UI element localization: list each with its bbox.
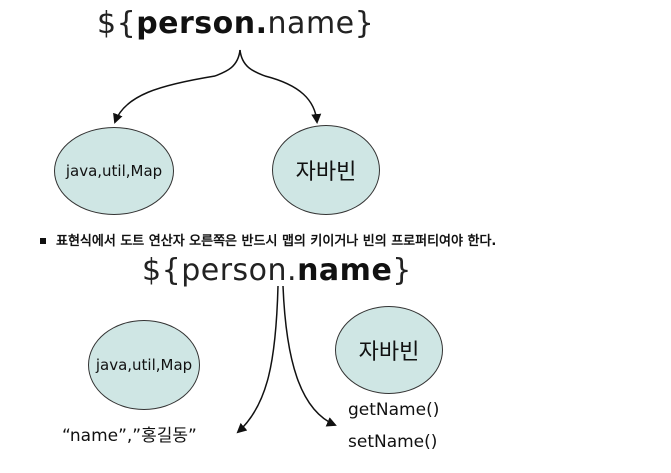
top-expression-property: name [267, 6, 355, 41]
top-node-bean-label: 자바빈 [295, 160, 357, 185]
bullet-icon [40, 237, 46, 244]
bottom-node-bean: 자바빈 [335, 306, 443, 394]
bottom-node-map-label: java,util,Map [95, 356, 193, 374]
rule-text-line: 표현식에서 도트 연산자 오른쪽은 반드시 맵의 키이거나 빈의 프로퍼티여야 … [40, 230, 496, 249]
top-node-map-label: java,util,Map [65, 162, 163, 180]
bottom-node-map: java,util,Map [88, 320, 200, 410]
top-brace-left [214, 49, 241, 77]
top-arrow-to-bean [264, 75, 322, 124]
top-node-bean: 자바빈 [272, 125, 380, 215]
bottom-arrow-to-bean-method [282, 285, 337, 427]
bottom-expression: ${person.name} [142, 253, 412, 288]
top-expression: ${person.name} [97, 6, 375, 41]
bottom-expression-property: name [297, 253, 393, 288]
bottom-node-bean-label: 자바빈 [358, 340, 420, 365]
getter-method-text: getName() [348, 400, 440, 420]
bottom-arrow-to-map-key [236, 285, 279, 434]
setter-method-text: setName() [348, 432, 438, 452]
bottom-expression-object: person [181, 253, 288, 288]
map-key-value-text: “name”,”홍길동” [62, 426, 197, 446]
top-arrow-to-map [113, 75, 216, 124]
top-brace-right [239, 49, 266, 77]
top-node-map: java,util,Map [54, 127, 174, 215]
top-expression-object: person [136, 6, 256, 41]
rule-text: 표현식에서 도트 연산자 오른쪽은 반드시 맵의 키이거나 빈의 프로퍼티여야 … [56, 234, 497, 249]
